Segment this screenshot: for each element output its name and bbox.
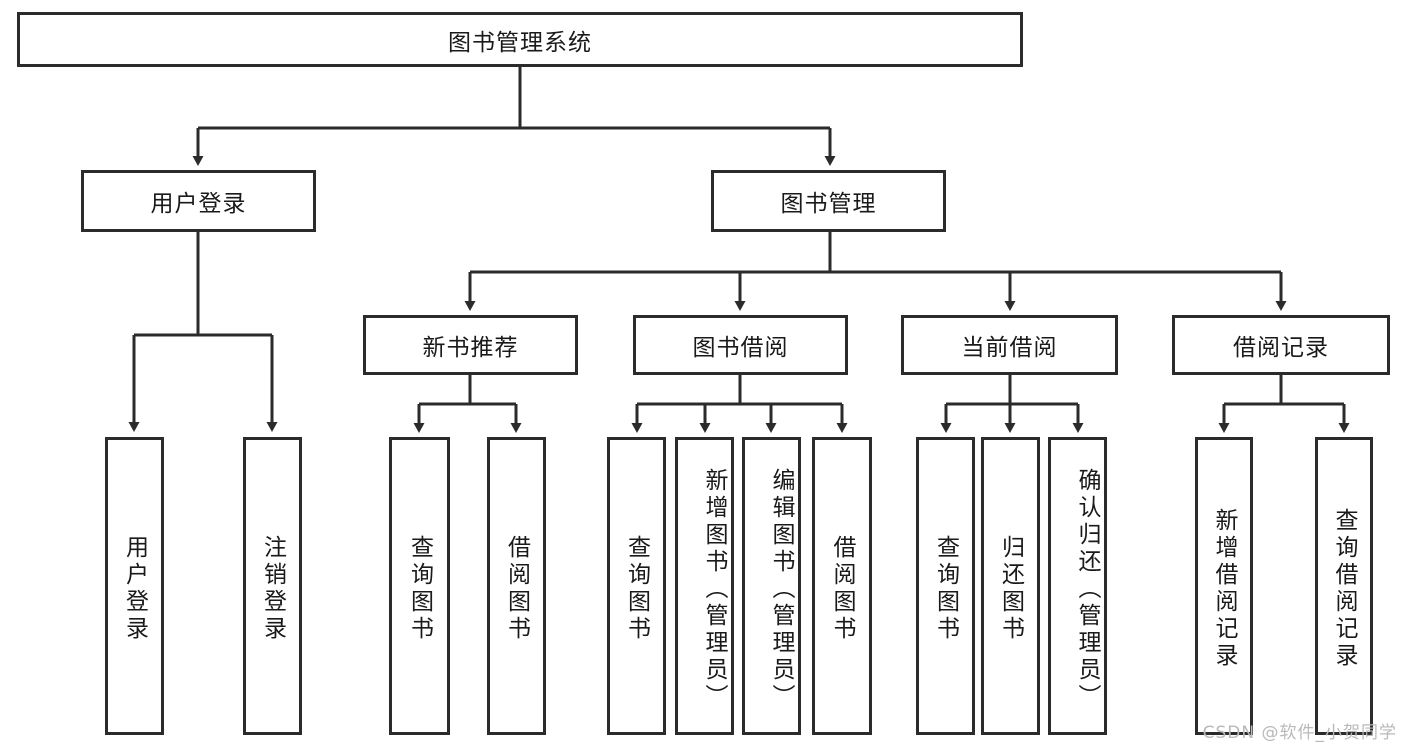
leaf-current-borrow-return-book[interactable]: 归还图书 bbox=[981, 437, 1040, 735]
node-user-login[interactable]: 用户登录 bbox=[81, 170, 316, 232]
leaf-user-login-signout[interactable]: 注销登录 bbox=[243, 437, 302, 735]
node-root-book-management-system[interactable]: 图书管理系统 bbox=[17, 12, 1023, 67]
leaf-new-book-query-book[interactable]: 查询图书 bbox=[389, 437, 450, 735]
leaf-new-book-borrow-book[interactable]: 借阅图书 bbox=[487, 437, 546, 735]
leaf-book-borrow-add-book-admin[interactable]: 新增图书（管理员） bbox=[675, 437, 734, 735]
node-current-borrow[interactable]: 当前借阅 bbox=[901, 315, 1118, 375]
leaf-current-borrow-confirm-return-admin[interactable]: 确认归还（管理员） bbox=[1048, 437, 1107, 735]
leaf-book-borrow-query-book[interactable]: 查询图书 bbox=[607, 437, 666, 735]
leaf-current-borrow-query-book[interactable]: 查询图书 bbox=[916, 437, 975, 735]
node-new-book-recommend[interactable]: 新书推荐 bbox=[363, 315, 578, 375]
leaf-borrow-record-add-record[interactable]: 新增借阅记录 bbox=[1195, 437, 1253, 735]
node-book-management[interactable]: 图书管理 bbox=[711, 170, 946, 232]
node-book-borrow[interactable]: 图书借阅 bbox=[633, 315, 848, 375]
leaf-user-login-signin[interactable]: 用户登录 bbox=[105, 437, 164, 735]
leaf-book-borrow-edit-book-admin[interactable]: 编辑图书（管理员） bbox=[742, 437, 801, 735]
node-borrow-record[interactable]: 借阅记录 bbox=[1172, 315, 1390, 375]
csdn-watermark: CSDN @软件_小贺同学 bbox=[1202, 723, 1397, 743]
leaf-borrow-record-query-record[interactable]: 查询借阅记录 bbox=[1315, 437, 1373, 735]
leaf-book-borrow-borrow-book[interactable]: 借阅图书 bbox=[812, 437, 872, 735]
